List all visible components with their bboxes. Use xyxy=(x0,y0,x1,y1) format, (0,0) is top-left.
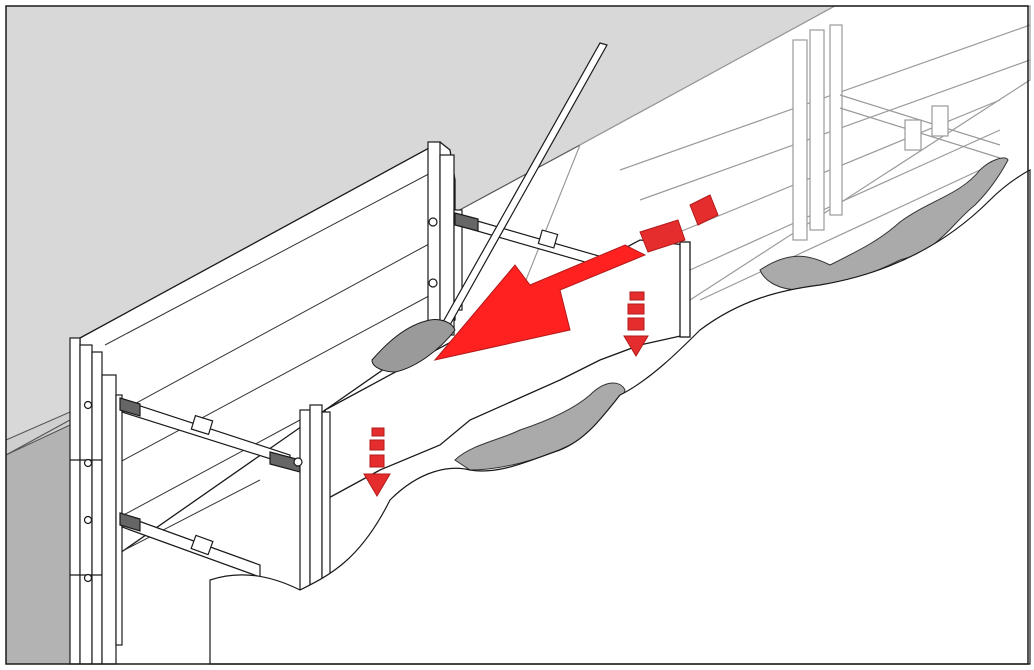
stacked-blocks-icon xyxy=(639,194,719,253)
direction-arrow-icon xyxy=(433,244,647,361)
foreground-ground xyxy=(209,169,1031,665)
strut-upper xyxy=(119,397,301,473)
frame-border xyxy=(5,5,1029,665)
front-middle-rail xyxy=(293,404,331,591)
trench-back-wall xyxy=(6,6,1030,450)
strut-lower xyxy=(119,512,261,578)
front-left-rail xyxy=(69,337,123,665)
shovel-icon xyxy=(371,42,608,373)
trench-ground-face xyxy=(6,420,70,664)
down-arrow-icon xyxy=(363,291,649,497)
rear-rail xyxy=(427,141,463,338)
